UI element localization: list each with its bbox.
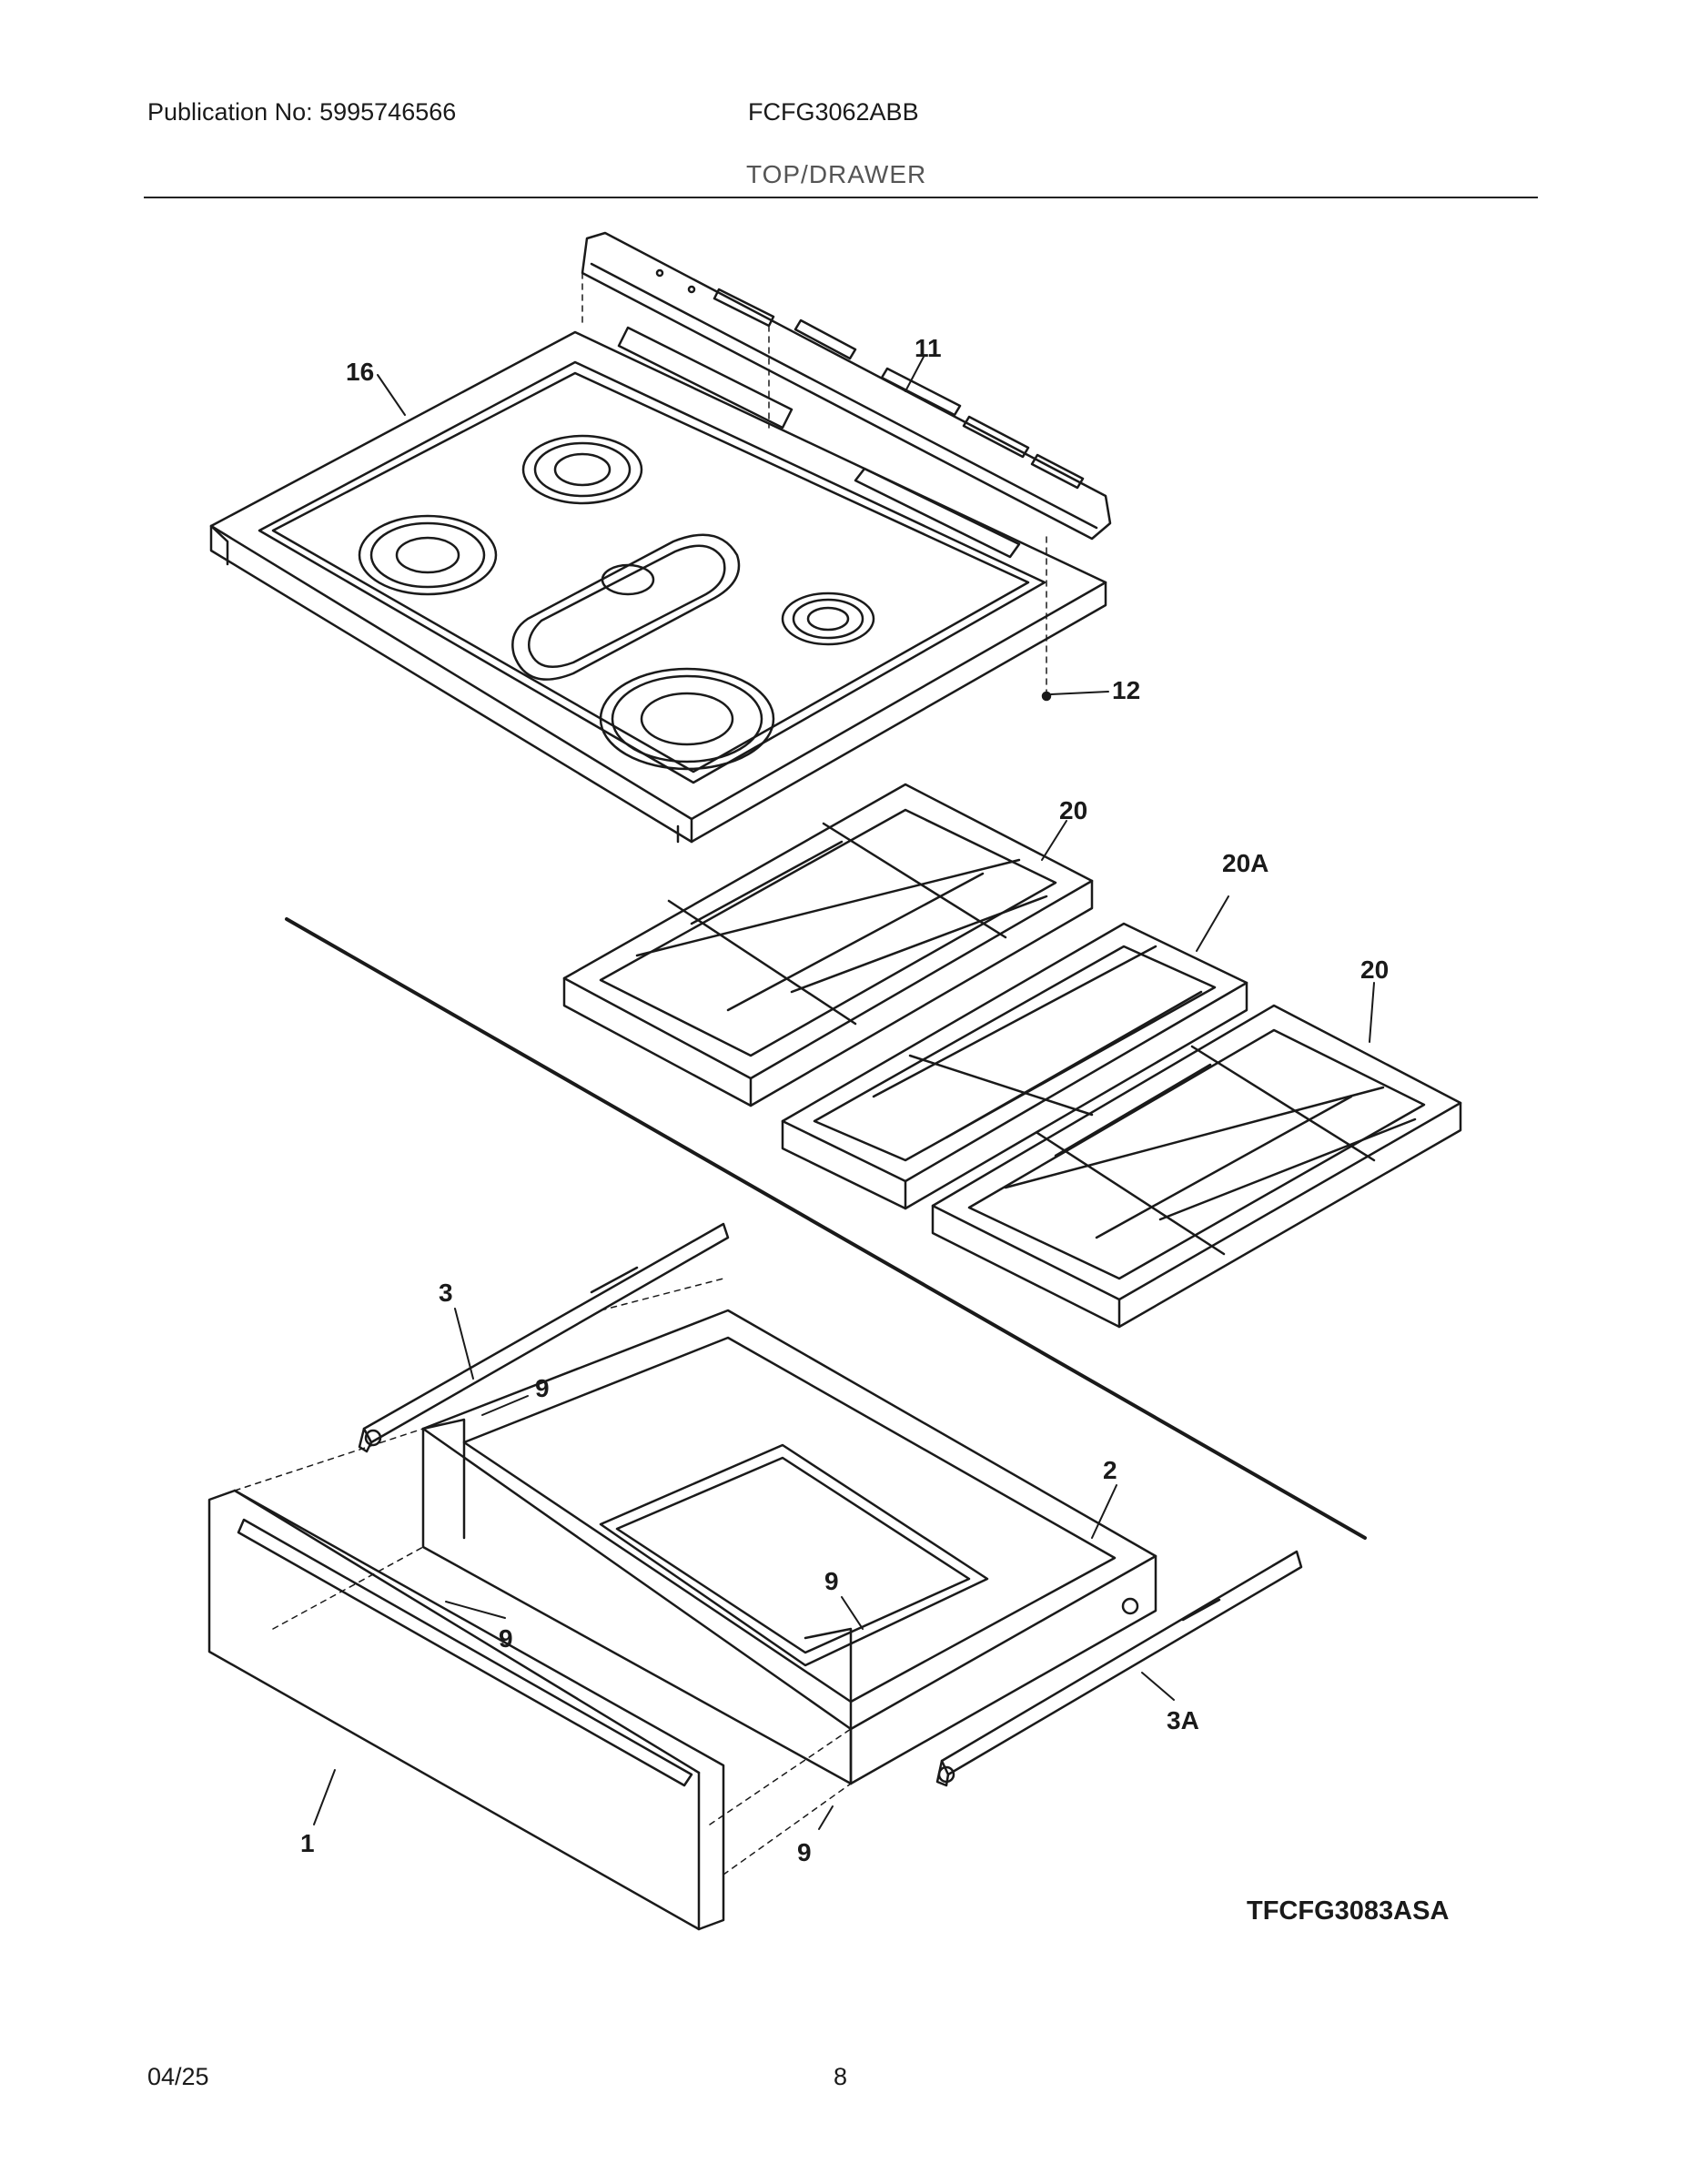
part-3A-drawer-slide-right bbox=[935, 1550, 1303, 1787]
part-20-grate-left bbox=[562, 783, 1094, 1107]
callout-9-center: 9 bbox=[824, 1567, 839, 1595]
part-12-screw bbox=[1041, 691, 1052, 702]
page-number: 8 bbox=[834, 2063, 848, 2090]
callout-3: 3 bbox=[439, 1279, 453, 1307]
callout-9-top: 9 bbox=[535, 1374, 550, 1402]
part-16-maintop bbox=[209, 326, 1107, 844]
callout-20-right: 20 bbox=[1360, 956, 1389, 984]
assembly-lines-drawer bbox=[234, 1278, 852, 1876]
callout-leaders bbox=[313, 356, 1375, 1830]
callout-9-left: 9 bbox=[499, 1624, 513, 1653]
burner-rear-left bbox=[521, 434, 643, 505]
part-11-backguard-trim bbox=[581, 231, 1112, 541]
callout-11: 11 bbox=[915, 334, 942, 362]
figure-code: TFCFG3083ASA bbox=[1247, 1896, 1450, 1926]
callout-2: 2 bbox=[1103, 1456, 1117, 1484]
publication-number: Publication No: 5995746566 bbox=[147, 98, 457, 126]
header-rule bbox=[144, 197, 1538, 198]
part-2-drawer-body bbox=[421, 1309, 1157, 1785]
section-title: TOP/DRAWER bbox=[746, 160, 927, 188]
callout-16: 16 bbox=[346, 358, 374, 386]
model-number: FCFG3062ABB bbox=[748, 98, 919, 126]
part-20-grate-right bbox=[931, 1004, 1462, 1329]
callout-12: 12 bbox=[1112, 676, 1140, 704]
callout-1: 1 bbox=[300, 1829, 315, 1857]
section-divider-line bbox=[285, 917, 1367, 1540]
burner-front-large bbox=[599, 667, 775, 771]
burner-center-oval bbox=[511, 533, 741, 681]
callout-20A: 20A bbox=[1222, 849, 1269, 877]
burner-front-left bbox=[358, 514, 498, 596]
burner-openings bbox=[358, 434, 875, 771]
assembly-lines-top bbox=[581, 272, 1047, 693]
part-20A-grate-center bbox=[781, 922, 1248, 1210]
part-3-drawer-slide-left bbox=[358, 1222, 730, 1453]
callout-20-left: 20 bbox=[1059, 796, 1087, 824]
burner-right-small bbox=[781, 592, 875, 646]
footer-date: 04/25 bbox=[147, 2063, 209, 2090]
callout-3A: 3A bbox=[1167, 1706, 1199, 1734]
callout-9-bottom: 9 bbox=[797, 1838, 812, 1866]
